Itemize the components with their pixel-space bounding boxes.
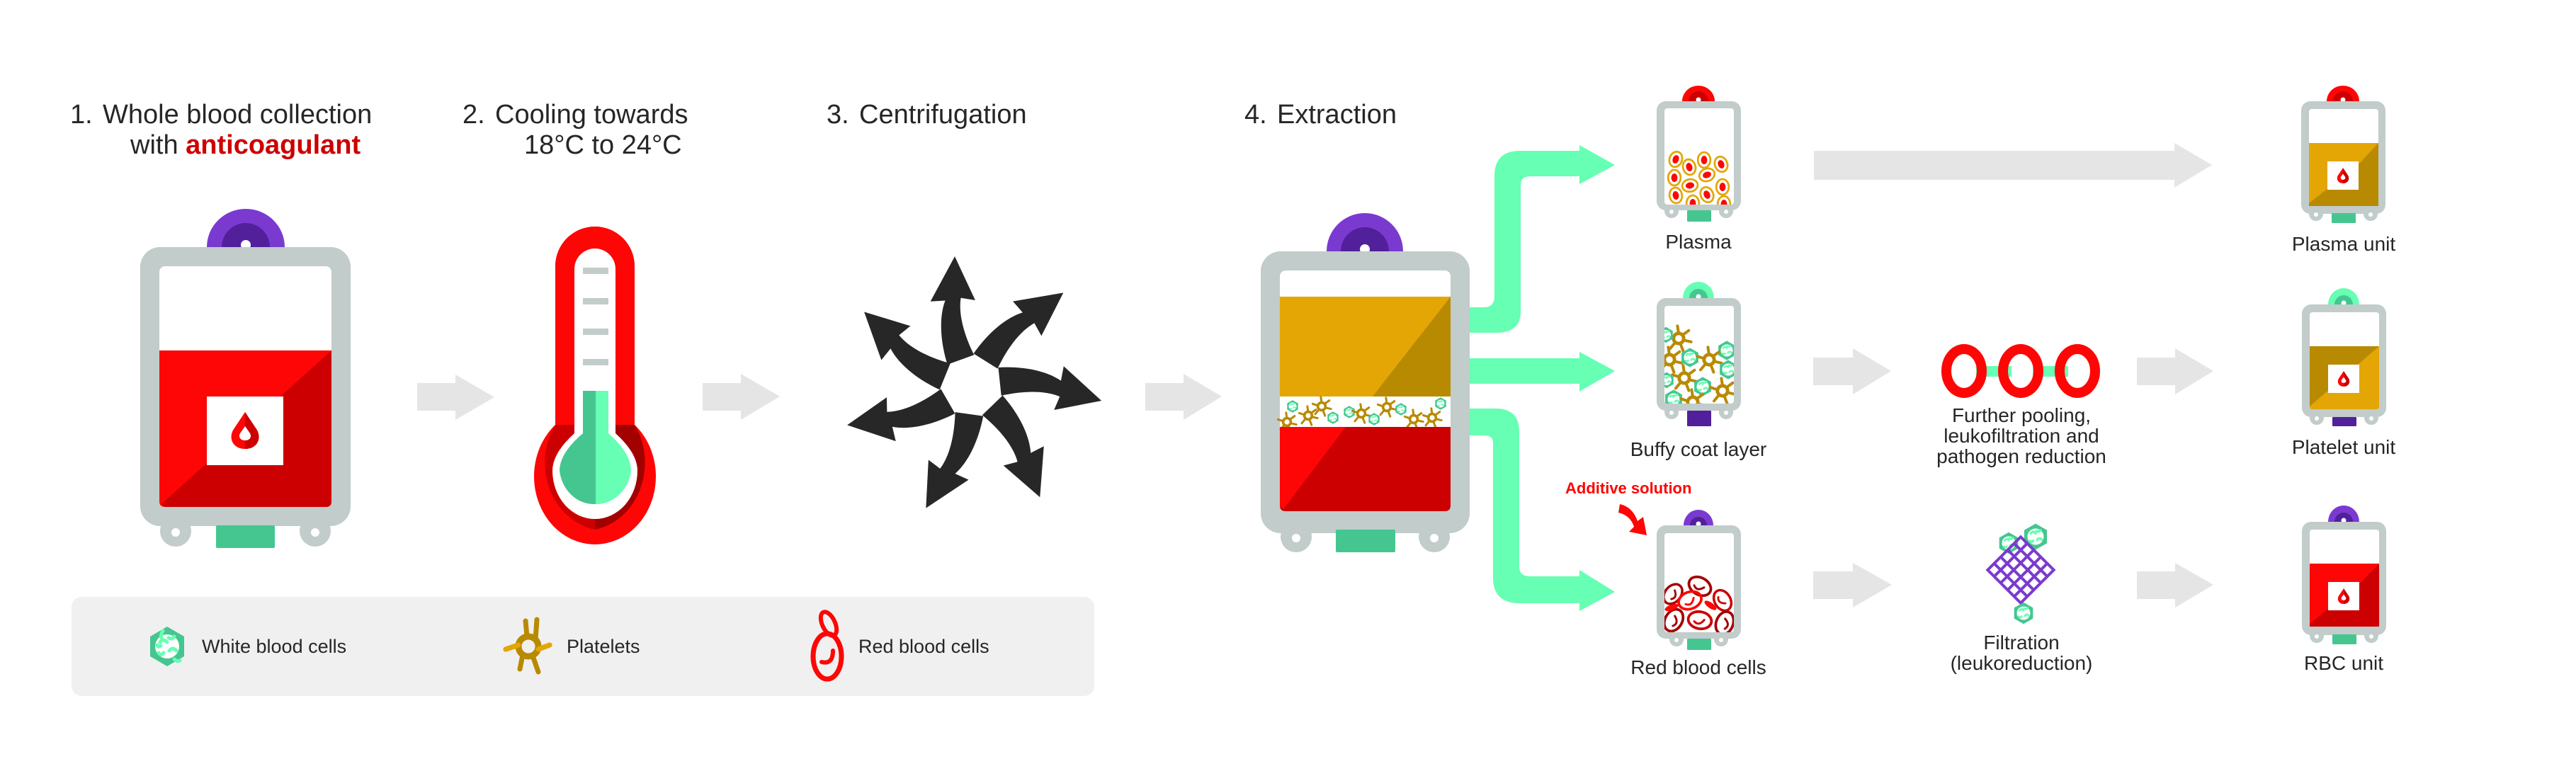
white-blood-cell-icon [150,627,184,666]
step-1-title-text: Whole blood collection [103,100,373,130]
step-1-title: 1. Whole blood collection [70,99,372,130]
pooling-icon [1941,344,2100,398]
centrifuge-arrows-icon [845,255,1102,515]
platelet-icon [503,617,552,675]
legend-label-white-blood-cells: White blood cells [202,635,347,657]
filtration-label-line-1: Filtration [1983,632,2060,654]
thermometer-icon [533,227,656,544]
buffy-coat-bag-icon [1657,282,1741,426]
legend-label-red-blood-cells: Red blood cells [858,635,989,657]
rbc-unit-bag-icon [2302,506,2386,644]
flow-arrow-3 [1145,374,1222,420]
pooling-label-line-2: leukofiltration and [1944,425,2099,447]
additive-solution-arrow-icon [1618,504,1647,535]
platelet-unit-label: Platelet unit [2291,436,2396,458]
legend: White blood cells Platelets Red blood ce… [72,597,1094,696]
anticoagulant-highlight: anticoagulant [186,130,361,160]
step-4-title: 4. Extraction [1244,99,1397,130]
step-1-subtitle: with anticoagulant [130,130,361,161]
flow-arrow-rbc-2 [2137,563,2213,607]
additive-solution-label: Additive solution [1565,479,1692,497]
flow-arrow-1 [417,375,494,420]
plasma-bag-icon [1657,86,1741,222]
separated-blood-bag-icon [1261,213,1470,552]
platelet-unit-bag-icon [2302,288,2386,426]
pooling-label-line-1: Further pooling, [1951,404,2092,426]
flow-arrow-rbc-1 [1813,563,1892,607]
step-2-number: 2. [463,100,485,130]
plasma-unit-label: Plasma unit [2291,233,2396,255]
extraction-branch-arrows [1470,145,1615,611]
plasma-unit-bag-icon [2301,86,2385,223]
legend-item-white-blood-cells: White blood cells [142,597,346,696]
buffy-coat-label: Buffy coat layer [1630,438,1767,460]
legend-label-platelets: Platelets [567,635,640,657]
step-1-subtitle-prefix: with [130,130,186,160]
pooling-label: Further pooling, leukofiltration and pat… [1936,405,2106,467]
step-4-title-text: Extraction [1277,100,1397,130]
red-blood-cells-label: Red blood cells [1630,656,1766,678]
step-3-title: 3. Centrifugation [827,99,1027,130]
step-2-title-text: Cooling towards [495,100,688,130]
whole-blood-bag-icon [140,209,351,548]
step-2-subtitle: 18°C to 24°C [524,130,682,160]
legend-item-platelets: Platelets [500,597,640,696]
flow-arrow-buffy-1 [1813,348,1891,394]
red-blood-cells-bag-icon [1657,510,1741,650]
step-1-number: 1. [70,100,93,130]
filtration-label: Filtration (leukoreduction) [1951,632,2093,673]
legend-item-red-blood-cells: Red blood cells [806,597,989,696]
pooling-label-line-3: pathogen reduction [1936,445,2106,467]
flow-arrow-plasma-long [1814,143,2212,188]
filtration-label-line-2: (leukoreduction) [1950,652,2093,674]
red-blood-cell-icon [810,610,844,682]
filter-icon [1985,522,2056,625]
flow-arrow-buffy-2 [2137,348,2213,394]
rbc-bag-cells [1664,571,1734,632]
step-3-number: 3. [827,100,849,130]
flow-arrow-2 [703,374,780,420]
step-3-title-text: Centrifugation [859,100,1027,130]
step-2-title: 2. Cooling towards [463,99,688,130]
step-4-number: 4. [1244,100,1267,130]
rbc-unit-label: RBC unit [2303,652,2384,674]
plasma-label: Plasma [1665,231,1732,253]
